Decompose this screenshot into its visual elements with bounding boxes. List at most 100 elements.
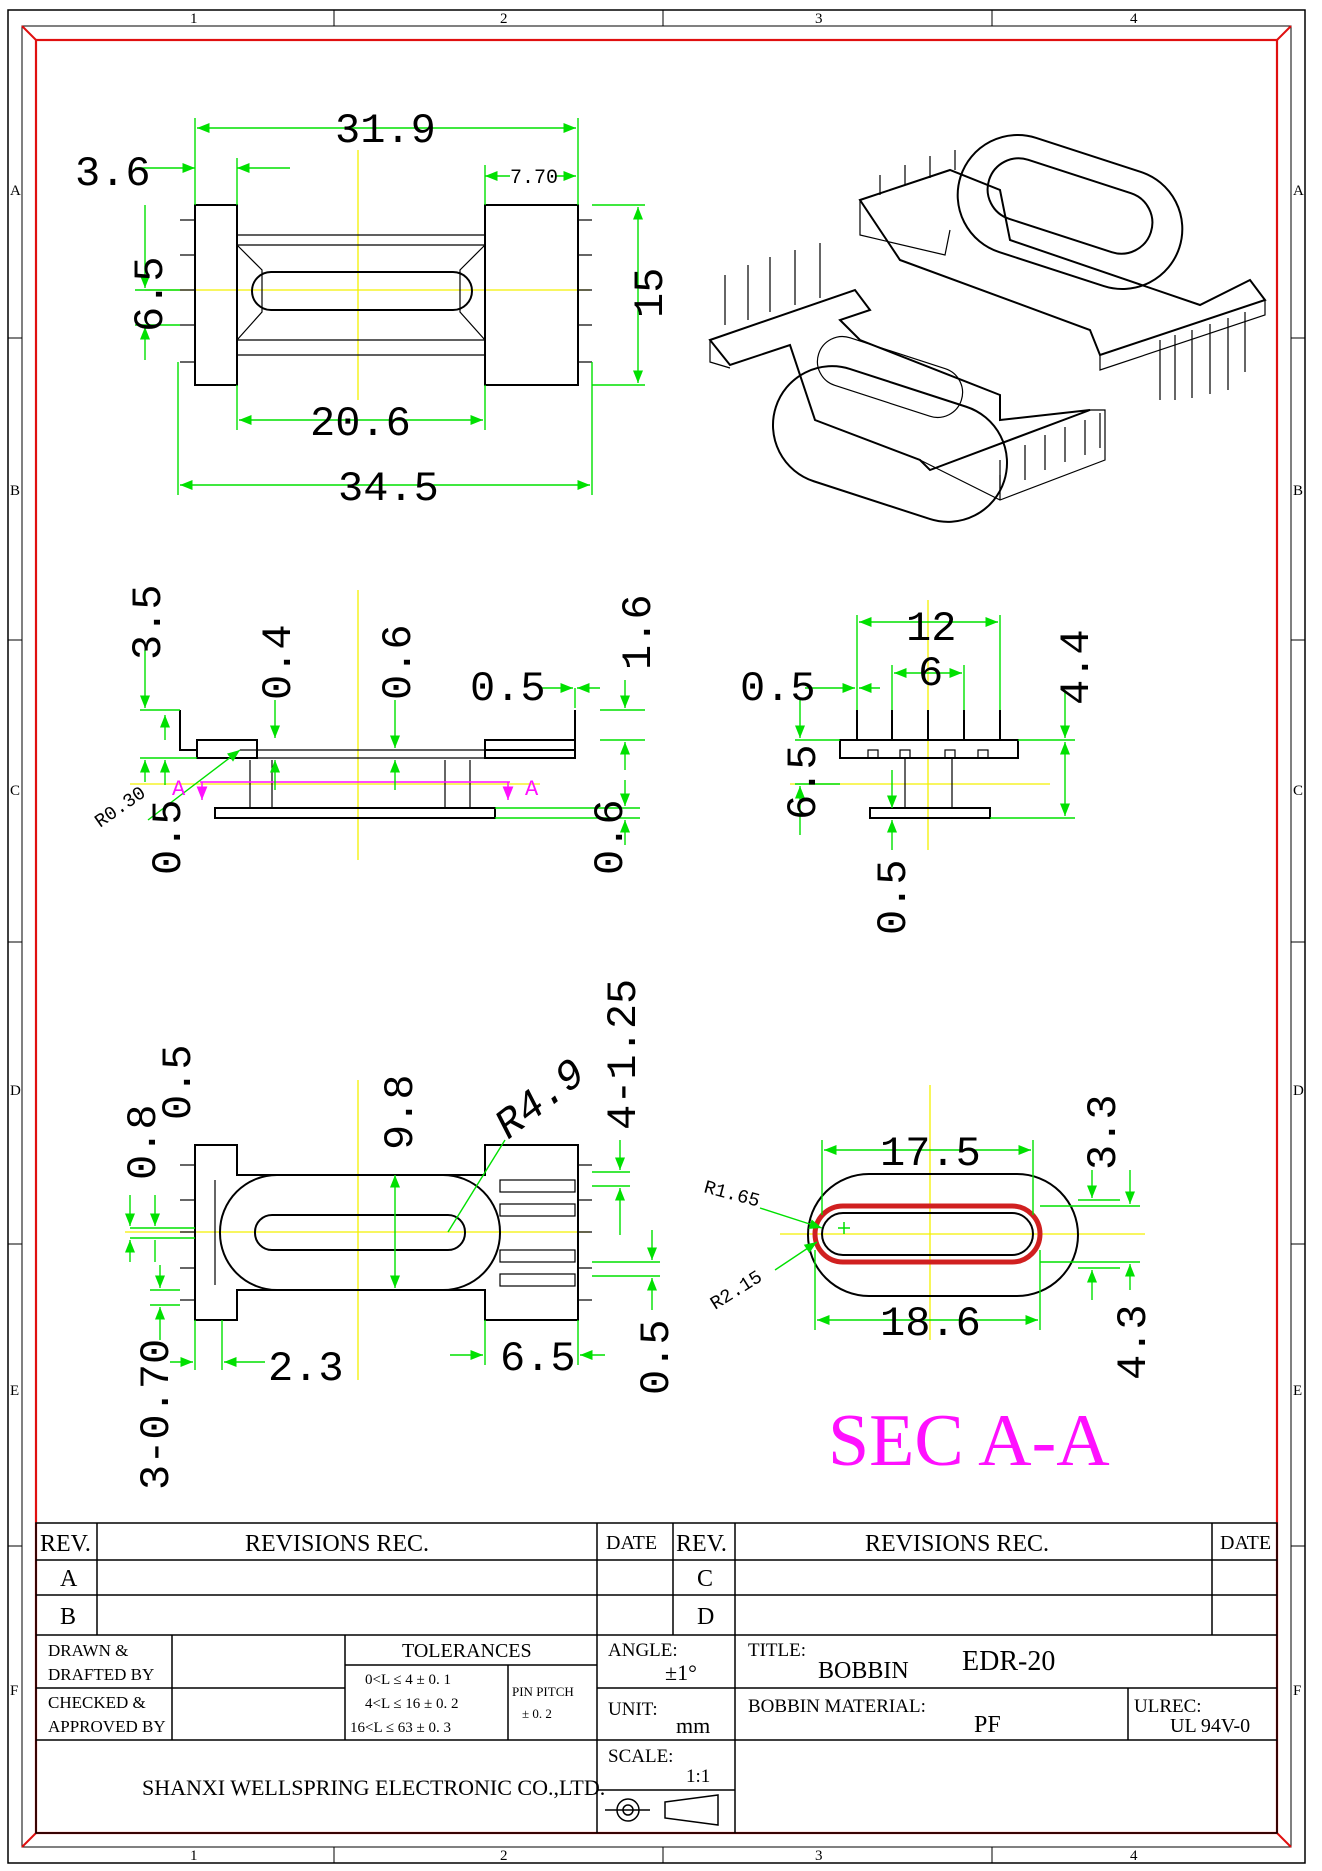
tb-rev-header-left: REV. <box>40 1531 91 1557</box>
dim-side-0-6-bottom: 0.6 <box>587 799 635 875</box>
dim-bottom-9-8: 9.8 <box>377 1074 425 1150</box>
dim-end-12: 12 <box>906 605 956 653</box>
tb-tol-3: 16<L ≤ 63 ± 0. 3 <box>350 1720 451 1736</box>
zone-row-f-right: F <box>1293 1683 1301 1699</box>
tb-rev-c: C <box>697 1566 713 1592</box>
zone-row-c: C <box>10 783 20 799</box>
title-block <box>35 1522 1278 1834</box>
tb-rec-header-left: REVISIONS REC. <box>245 1531 429 1557</box>
dim-sec-r2-15: R2.15 <box>707 1266 767 1315</box>
tb-drawn-line2: DRAFTED BY <box>48 1665 154 1684</box>
tb-ulrec-label: ULREC: <box>1134 1696 1202 1717</box>
tb-checked-line2: APPROVED BY <box>48 1717 166 1736</box>
side-view: 3.5 0.4 0.6 0.5 1.6 R0.30 0.5 0.6 A A <box>91 584 663 875</box>
tb-checked-line1: CHECKED & <box>48 1693 146 1712</box>
zone-row-c-right: C <box>1293 783 1303 799</box>
zone-row-e: E <box>10 1383 19 1399</box>
tb-rev-header-right: REV. <box>676 1531 727 1557</box>
tb-drawn-line1: DRAWN & <box>48 1641 128 1660</box>
dim-bottom-6-5: 6.5 <box>500 1335 576 1383</box>
zone-row-b-right: B <box>1293 483 1303 499</box>
tb-pin-pitch: PIN PITCH <box>512 1684 574 1699</box>
zone-row-d-right: D <box>1293 1083 1304 1099</box>
zone-col-2: 2 <box>500 11 508 27</box>
tb-angle-label: ANGLE: <box>608 1640 678 1661</box>
tb-pin-pitch-tol: ± 0. 2 <box>522 1706 552 1721</box>
dim-side-r0-30: R0.30 <box>91 782 150 833</box>
tb-scale-value: 1:1 <box>686 1766 710 1787</box>
dim-sec-17-5: 17.5 <box>880 1130 981 1178</box>
tb-ulrec-value: UL 94V-0 <box>1170 1715 1250 1737</box>
tb-company: SHANXI WELLSPRING ELECTRONIC CO.,LTD. <box>142 1775 605 1800</box>
section-view: 17.5 18.6 3.3 4.3 R1.65 R2.15 SEC A-A <box>701 1085 1158 1482</box>
zone-col-3-bottom: 3 <box>815 1848 823 1864</box>
dim-end-6: 6 <box>918 650 943 698</box>
zone-row-d: D <box>10 1083 21 1099</box>
zone-labels: 1 2 3 4 1 2 3 4 A B C D E F A B C D E F <box>10 11 1304 1864</box>
tb-rev-a: A <box>60 1566 78 1592</box>
dim-end-4-4: 4.4 <box>1053 629 1101 705</box>
tb-title-value: BOBBIN <box>818 1658 909 1684</box>
dim-bottom-0-5-top: 0.5 <box>155 1044 203 1120</box>
tb-unit-value: mm <box>676 1713 710 1738</box>
tb-tol-1: 0<L ≤ 4 ± 0. 1 <box>365 1672 451 1688</box>
section-label: SEC A-A <box>828 1400 1110 1482</box>
dim-overall-top: 31.9 <box>335 107 436 155</box>
dim-side-1-6: 1.6 <box>615 594 663 670</box>
dim-sec-4-3: 4.3 <box>1110 1304 1158 1380</box>
zone-col-3: 3 <box>815 11 823 27</box>
dim-right: 7.70 <box>510 167 558 190</box>
tb-material-label: BOBBIN MATERIAL: <box>748 1696 926 1717</box>
tb-tolerances: TOLERANCES <box>402 1640 532 1662</box>
zone-col-1-bottom: 1 <box>190 1848 198 1864</box>
dim-pin-pitch: 6.5 <box>127 256 175 332</box>
dim-end-0-5-bottom: 0.5 <box>870 859 918 935</box>
dim-bottom-3-0-70: 3-0.70 <box>133 1339 181 1490</box>
tb-scale-label: SCALE: <box>608 1746 673 1767</box>
tb-date-header-left: DATE <box>606 1532 657 1554</box>
tb-rev-d: D <box>697 1604 714 1630</box>
dim-bottom-r4-9: R4.9 <box>486 1050 595 1150</box>
zone-col-2-bottom: 2 <box>500 1848 508 1864</box>
end-view: 12 6 0.5 4.4 6.5 0.5 <box>740 600 1101 935</box>
title-block-text: REV. REVISIONS REC. DATE REV. REVISIONS … <box>40 1531 1271 1800</box>
dim-side-3-5: 3.5 <box>125 584 173 660</box>
tb-unit-label: UNIT: <box>608 1699 658 1720</box>
section-mark-left: A <box>172 777 186 802</box>
tb-tol-2: 4<L ≤ 16 ± 0. 2 <box>365 1696 459 1712</box>
dim-flange: 3.6 <box>75 150 151 198</box>
tb-date-header-right: DATE <box>1220 1532 1271 1554</box>
dim-bottom-0-5-right: 0.5 <box>633 1319 681 1395</box>
dim-sec-3-3: 3.3 <box>1080 1094 1128 1170</box>
dim-inner: 20.6 <box>310 400 411 448</box>
dim-total: 34.5 <box>338 465 439 513</box>
dim-bottom-4-1-25: 4-1.25 <box>600 979 648 1130</box>
tb-part-number: EDR-20 <box>962 1646 1055 1677</box>
dim-side-0-5-bottom: 0.5 <box>145 799 193 875</box>
zone-col-4-bottom: 4 <box>1130 1848 1138 1864</box>
dim-end-0-5-top: 0.5 <box>740 665 816 713</box>
zone-row-f: F <box>10 1683 18 1699</box>
isometric-view <box>708 134 1267 523</box>
dim-bottom-0-8: 0.8 <box>120 1104 168 1180</box>
dim-end-6-5: 6.5 <box>780 744 828 820</box>
zone-col-1: 1 <box>190 11 198 27</box>
dim-side-0-4: 0.4 <box>255 624 303 700</box>
zone-row-a-right: A <box>1293 183 1304 199</box>
tb-title-label: TITLE: <box>748 1640 806 1661</box>
dim-side-0-6-top: 0.6 <box>375 624 423 700</box>
top-view: 31.9 3.6 7.70 15 6.5 20.6 34.5 <box>75 107 675 513</box>
dim-sec-18-6: 18.6 <box>880 1300 981 1348</box>
zone-row-e-right: E <box>1293 1383 1302 1399</box>
dim-side-0-5-top: 0.5 <box>470 665 546 713</box>
zone-row-b: B <box>10 483 20 499</box>
zone-col-4: 4 <box>1130 11 1138 27</box>
dim-height: 15 <box>627 268 675 318</box>
tb-material-value: PF <box>974 1712 1001 1738</box>
tb-rev-b: B <box>60 1604 76 1630</box>
dim-bottom-2-3: 2.3 <box>268 1345 344 1393</box>
section-mark-right: A <box>525 777 539 802</box>
tb-rec-header-right: REVISIONS REC. <box>865 1531 1049 1557</box>
dim-sec-r1-65: R1.65 <box>701 1177 762 1213</box>
